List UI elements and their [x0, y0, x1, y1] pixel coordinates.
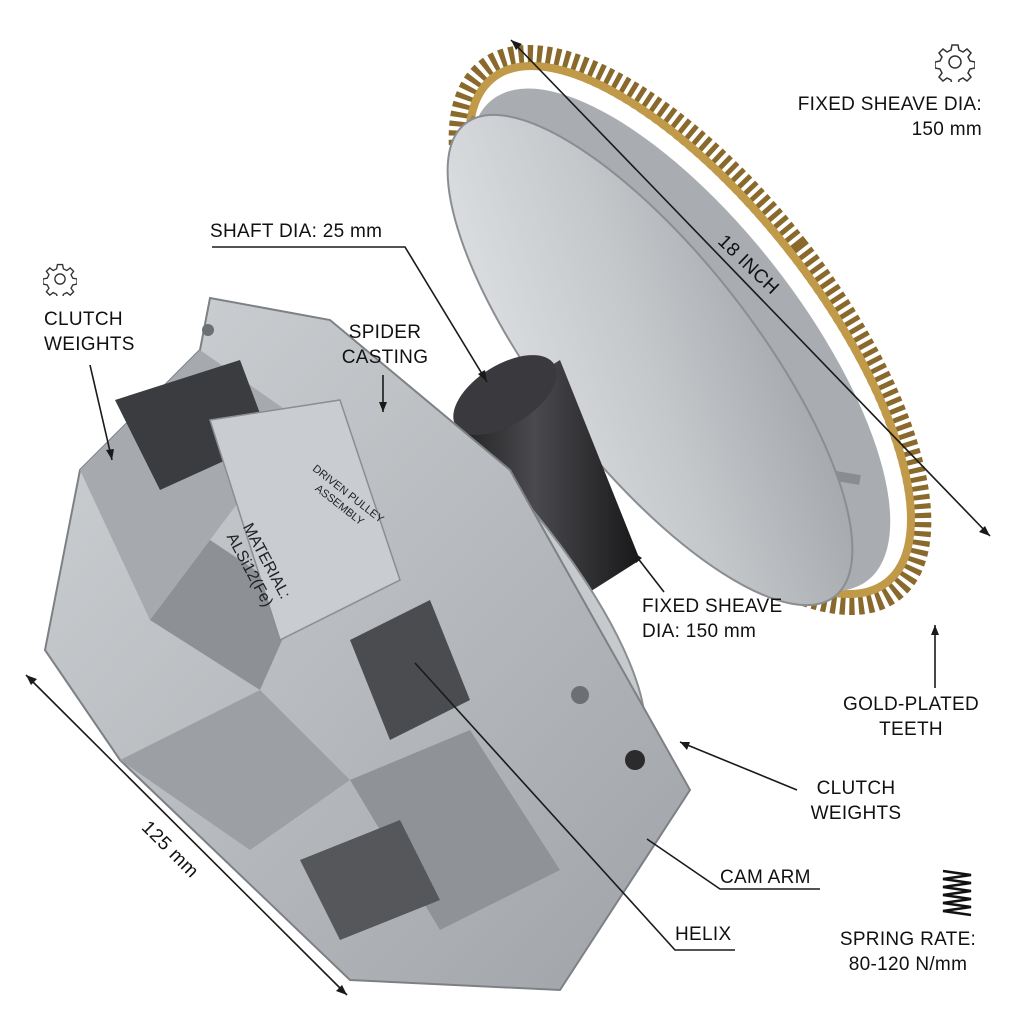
gear-icon	[43, 263, 77, 296]
gold-plated-teeth-line2: TEETH	[879, 719, 943, 740]
fixed-sheave-mid-line2: DIA: 150 mm	[642, 621, 757, 642]
spider-casting-label: SPIDER CASTING	[330, 320, 440, 370]
leader-cam-arm	[646, 838, 820, 890]
spider-casting-body	[43, 296, 692, 992]
gold-plated-teeth-label: GOLD-PLATED TEETH	[830, 692, 992, 742]
dimension-line-125-mm	[25, 674, 348, 996]
clutch-weights-right-line1: CLUTCH	[816, 778, 896, 799]
shaft	[448, 355, 640, 630]
fixed-sheave-dia-line1: FIXED SHEAVE DIA:	[797, 94, 982, 115]
spring-rate-line1: SPRING RATE:	[839, 929, 977, 950]
leader-shaft-dia	[212, 246, 488, 383]
clutch-weights-right-label: CLUTCH WEIGHTS	[797, 776, 915, 826]
clutch-weights-right-line2: WEIGHTS	[810, 803, 902, 824]
arrowheads	[26, 40, 990, 995]
spider-casting-line2: CASTING	[341, 347, 429, 368]
clutch-weights-left-label: CLUTCH WEIGHTS	[44, 307, 135, 357]
leader-clutch-weights-left	[89, 364, 113, 461]
fixed-sheave-dia-label: FIXED SHEAVE DIA: 150 mm	[760, 92, 982, 142]
dimension-line-18-inch	[510, 39, 991, 537]
leader-clutch-weights-right	[679, 741, 798, 791]
fixed-sheave-dia-line2: 150 mm	[911, 119, 982, 140]
leader-helix	[414, 662, 735, 951]
leader-lines	[25, 39, 991, 996]
gear-icon	[935, 44, 975, 82]
clutch-weights-left-line2: WEIGHTS	[44, 334, 135, 355]
spring-rate-label: SPRING RATE: 80-120 N/mm	[830, 927, 986, 977]
spider-casting-line1: SPIDER	[348, 322, 422, 343]
spring-rate-line2: 80-120 N/mm	[848, 954, 968, 975]
helix-label: HELIX	[675, 924, 732, 945]
fixed-sheave-mid-line1: FIXED SHEAVE	[642, 596, 783, 617]
clutch-weights-left-line1: CLUTCH	[44, 309, 123, 330]
gold-plated-teeth-line1: GOLD-PLATED	[843, 694, 979, 715]
fixed-sheave-mid-label: FIXED SHEAVE DIA: 150 mm	[642, 594, 783, 644]
spring-icon	[942, 869, 972, 917]
cam-arm-label: CAM ARM	[720, 867, 811, 888]
shaft-dia-label: SHAFT DIA: 25 mm	[210, 221, 383, 242]
